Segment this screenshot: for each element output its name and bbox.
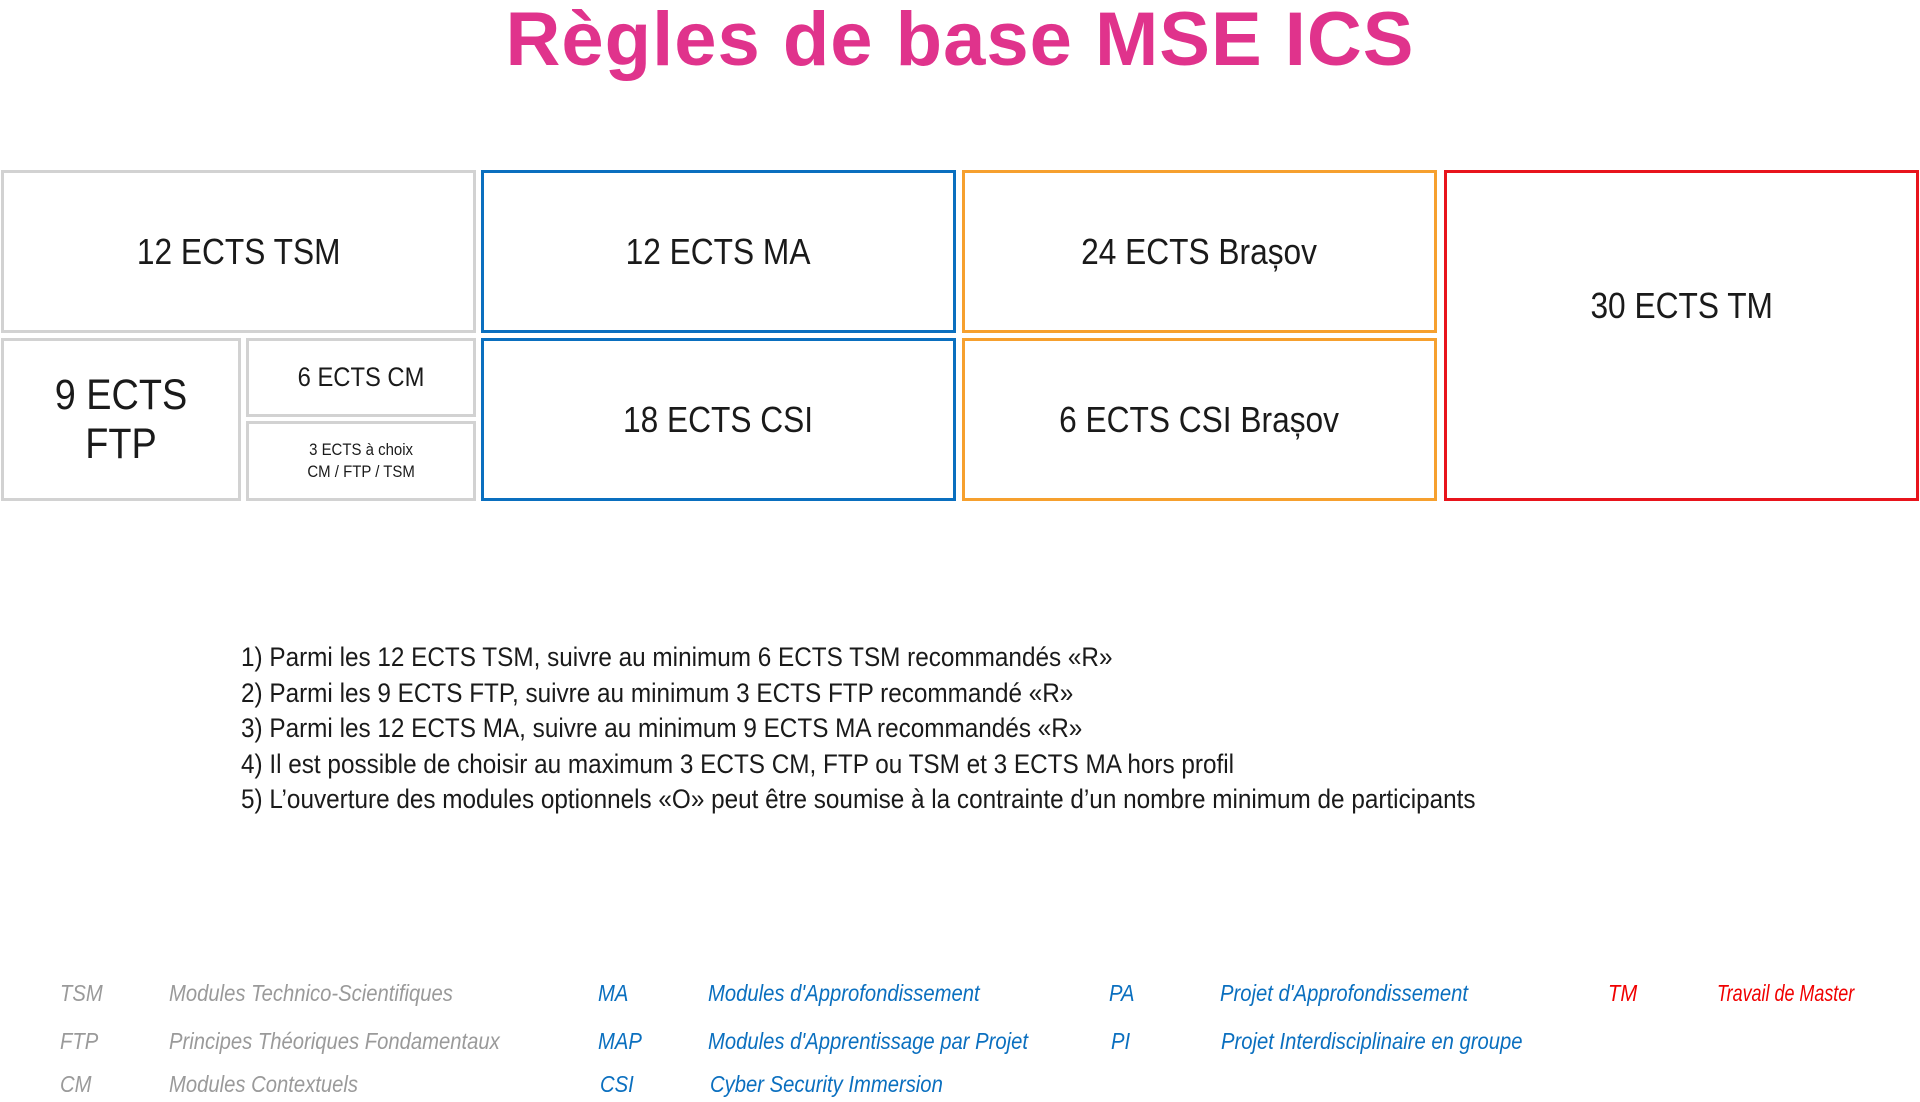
- legend-tm-abbr: TM: [1608, 980, 1638, 1006]
- box-csi-brasov-label: 6 ECTS CSI Brașov: [1059, 398, 1340, 440]
- legend-tsm-text: Modules Technico-Scientifiques: [169, 980, 453, 1006]
- box-brasov: 24 ECTS Brașov: [962, 170, 1437, 333]
- box-csi: 18 ECTS CSI: [481, 338, 956, 501]
- legend-tm-text: Travail de Master: [1717, 980, 1855, 1006]
- page-title: Règles de base MSE ICS: [505, 0, 1415, 82]
- box-tm-label: 30 ECTS TM: [1590, 285, 1773, 326]
- legend-csi-abbr: CSI: [600, 1071, 634, 1097]
- box-csi-label: 18 ECTS CSI: [623, 398, 814, 440]
- box-tsm-label: 12 ECTS TSM: [136, 230, 341, 272]
- box-cm: 6 ECTS CM: [246, 338, 476, 417]
- legend-ma-abbr: MA: [598, 980, 629, 1006]
- rule-2: 2) Parmi les 9 ECTS FTP, suivre au minim…: [241, 677, 1074, 708]
- legend-map-abbr: MAP: [598, 1028, 642, 1054]
- box-choice: 3 ECTS à choix CM / FTP / TSM: [246, 421, 476, 501]
- legend-csi-text: Cyber Security Immersion: [710, 1071, 943, 1097]
- box-choice-line2: CM / FTP / TSM: [307, 462, 415, 481]
- legend-ftp-abbr: FTP: [60, 1028, 99, 1054]
- legend-cm-text: Modules Contextuels: [169, 1071, 359, 1097]
- rules-list: 1) Parmi les 12 ECTS TSM, suivre au mini…: [241, 640, 1476, 818]
- legend-ma-text: Modules d'Approfondissement: [708, 980, 980, 1006]
- rule-1: 1) Parmi les 12 ECTS TSM, suivre au mini…: [241, 642, 1113, 672]
- box-cm-label: 6 ECTS CM: [297, 362, 425, 392]
- legend-map-text: Modules d'Apprentissage par Projet: [708, 1028, 1029, 1054]
- rule-5: 5) L’ouverture des modules optionnels «O…: [241, 784, 1476, 814]
- box-tm: 30 ECTS TM: [1444, 170, 1919, 501]
- box-brasov-label: 24 ECTS Brașov: [1081, 230, 1318, 272]
- legend-pa-text: Projet d'Approfondissement: [1220, 980, 1469, 1006]
- legend-ftp-text: Principes Théoriques Fondamentaux: [169, 1028, 500, 1054]
- box-ftp: 9 ECTS FTP: [1, 338, 241, 501]
- legend-tsm-abbr: TSM: [60, 980, 103, 1006]
- rule-3: 3) Parmi les 12 ECTS MA, suivre au minim…: [241, 713, 1083, 743]
- box-ma: 12 ECTS MA: [481, 170, 956, 333]
- legend-cm-abbr: CM: [60, 1071, 92, 1097]
- box-tsm: 12 ECTS TSM: [1, 170, 476, 333]
- legend-pi-abbr: PI: [1111, 1028, 1131, 1054]
- legend-pa-abbr: PA: [1109, 980, 1135, 1006]
- rule-4: 4) Il est possible de choisir au maximum…: [241, 748, 1235, 779]
- box-choice-line1: 3 ECTS à choix: [309, 440, 413, 459]
- box-ma-label: 12 ECTS MA: [626, 230, 811, 272]
- legend-pi-text: Projet Interdisciplinaire en groupe: [1221, 1028, 1523, 1054]
- box-ftp-label: 9 ECTS FTP: [54, 370, 188, 468]
- box-csi-brasov: 6 ECTS CSI Brașov: [962, 338, 1437, 501]
